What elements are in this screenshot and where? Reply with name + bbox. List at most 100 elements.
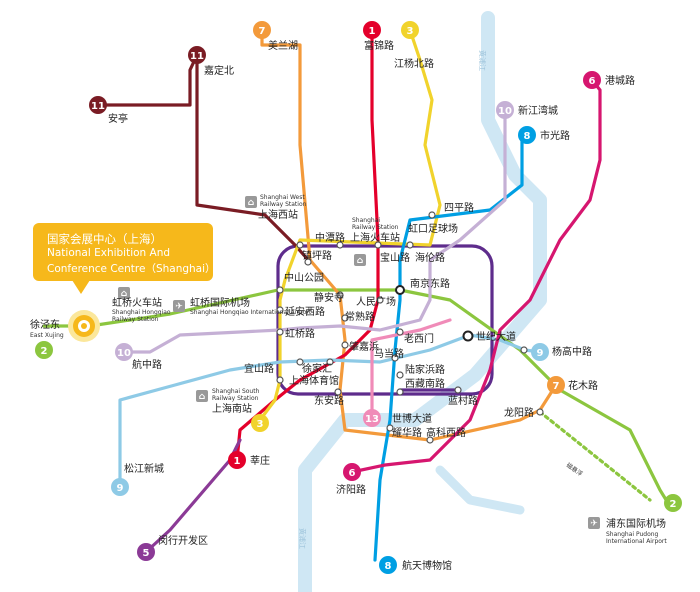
station-baoshanlu[interactable]: 宝山路 [380, 251, 410, 264]
line-badge-10-west[interactable]: 10 [115, 343, 133, 361]
line-badge-11-anting[interactable]: 11 [89, 96, 107, 114]
station-fujinlu[interactable]: 富锦路 [364, 39, 394, 52]
huangpu-label-north: 黄浦江 [478, 50, 487, 71]
line-4[interactable] [276, 244, 494, 396]
station-shanghai-huochezhan[interactable]: 上海火车站 [350, 231, 400, 244]
line-6[interactable] [350, 78, 602, 474]
station-xizangnanlu[interactable]: 西藏南路 [405, 377, 445, 390]
line-badge-8-north[interactable]: 8 [518, 126, 536, 144]
station-madanglu[interactable]: 马当路 [374, 347, 404, 360]
station-renminguangchang[interactable]: 人民广场 [356, 295, 396, 308]
station-songjiangxincheng[interactable]: 松江新城 [124, 462, 164, 475]
station-sipinglu[interactable]: 四平路 [444, 201, 474, 214]
line-10[interactable] [122, 108, 507, 354]
station-nanjingdonglu[interactable]: 南京东路 [410, 277, 450, 290]
station-longyanglu[interactable]: 龙阳路 [504, 406, 534, 419]
station-zhaojiabang[interactable]: 肇嘉浜 [349, 340, 379, 353]
station-zhongtanlu[interactable]: 中潭路 [315, 231, 345, 244]
station-shiguanglu[interactable]: 市光路 [540, 129, 570, 142]
maglev-label: 磁悬浮 [565, 461, 584, 478]
station-gangchenglu[interactable]: 港城路 [605, 74, 635, 87]
station-hangtianbowuguan[interactable]: 航天博物馆 [402, 559, 452, 572]
line-badge-3-north[interactable]: 3 [401, 21, 419, 39]
station-huahualu[interactable]: 耀华路 [392, 426, 422, 439]
svg-text:⌂: ⌂ [357, 256, 364, 266]
callout-title-cn: 国家会展中心（上海） [47, 232, 162, 246]
line-badge-5[interactable]: 5 [137, 543, 155, 561]
line-badge-9-east[interactable]: 9 [531, 343, 549, 361]
station-changshulu[interactable]: 常熟路 [345, 310, 375, 323]
svg-text:8: 8 [524, 131, 531, 142]
station-yishanlu[interactable]: 宜山路 [244, 362, 274, 375]
line-badge-1-south[interactable]: 1 [228, 451, 246, 469]
huangpu-river-branch [435, 465, 525, 515]
line-badge-1-north[interactable]: 1 [363, 21, 381, 39]
station-pudong-airport-en-1: Shanghai Pudong [606, 531, 659, 538]
station-sh-stadium[interactable]: 上海体育馆 [289, 374, 339, 387]
huangpu-label-south: 黄浦江 [298, 528, 307, 549]
station-sh-west[interactable]: 上海西站 [258, 208, 298, 221]
line-5[interactable] [144, 438, 242, 554]
station-hongqiaolu[interactable]: 虹桥路 [285, 327, 315, 340]
station-dongananlu[interactable]: 东安路 [314, 394, 344, 407]
line-badge-6-south[interactable]: 6 [343, 463, 361, 481]
station-sh-south[interactable]: 上海南站 [212, 402, 252, 415]
station-shijidadao[interactable]: 世纪大道 [476, 330, 516, 343]
line-badge-2-west[interactable]: 2 [35, 341, 53, 359]
station-laoximen[interactable]: 老西门 [404, 332, 434, 345]
station-pudong-airport[interactable]: 浦东国际机场 [606, 517, 666, 530]
station-jinganshi[interactable]: 静安寺 [314, 291, 344, 304]
railway-icon-hongqiao: ⌂ [118, 287, 130, 299]
station-hongqiao-rail[interactable]: 虹桥火车站 [112, 296, 162, 309]
station-xinzhuang[interactable]: 莘庄 [250, 454, 270, 467]
svg-text:2: 2 [41, 346, 48, 357]
station-jiangyangbeilu[interactable]: 江杨北路 [394, 57, 434, 70]
svg-text:7: 7 [259, 26, 266, 37]
station-jiadingbei[interactable]: 嘉定北 [204, 64, 234, 77]
line-badge-2-east[interactable]: 2 [664, 494, 682, 512]
station-xujiahui[interactable]: 徐家汇 [302, 362, 332, 375]
station-shibodadao[interactable]: 世博大道 [392, 412, 432, 425]
line-2[interactable] [42, 288, 670, 505]
maglev-line[interactable] [538, 410, 652, 502]
line-9[interactable] [118, 333, 542, 482]
line-badge-9-south[interactable]: 9 [111, 478, 129, 496]
station-xinjiangwancheng[interactable]: 新江湾城 [518, 104, 558, 117]
station-jiyanglu[interactable]: 济阳路 [336, 483, 366, 496]
station-minhangkaifaqu[interactable]: 闵行开发区 [158, 534, 208, 547]
line-badge-11-jiading[interactable]: 11 [188, 46, 206, 64]
station-hongqiao-airport[interactable]: 虹桥国际机场 [190, 296, 250, 309]
line-badge-3-south[interactable]: 3 [251, 414, 269, 432]
station-hongqiao-rail-en-2: Railway Station [112, 316, 159, 323]
station-yanggaozhonglu[interactable]: 杨高中路 [552, 345, 592, 358]
station-zhenpinglu[interactable]: 镇坪路 [302, 249, 332, 262]
station-xujingdong[interactable]: 徐泾东 [30, 318, 60, 331]
svg-text:1: 1 [234, 456, 241, 467]
station-zhongshangongyuan-1[interactable]: 中山公园 [284, 271, 324, 284]
line-badge-7-east[interactable]: 7 [547, 376, 565, 394]
station-meilanhu[interactable]: 美兰湖 [268, 39, 298, 52]
line-7[interactable] [260, 28, 558, 442]
station-anting[interactable]: 安亭 [108, 112, 128, 125]
svg-text:13: 13 [365, 414, 379, 425]
line-badge-10-north[interactable]: 10 [496, 101, 514, 119]
svg-text:3: 3 [257, 419, 264, 430]
station-huamulu[interactable]: 花木路 [568, 379, 598, 392]
station-sh-rail-en-2: Railway Station [352, 224, 399, 231]
line-badge-13[interactable]: 13 [363, 409, 381, 427]
station-yananxilu[interactable]: 延安西路 [285, 305, 325, 318]
line-badge-8-south[interactable]: 8 [379, 556, 397, 574]
station-gaokexilu[interactable]: 高科西路 [426, 426, 466, 439]
svg-text:2: 2 [670, 499, 677, 510]
exhibition-centre-hub[interactable] [68, 310, 100, 342]
line-badge-6-north[interactable]: 6 [583, 71, 601, 89]
station-hailunlu[interactable]: 海伦路 [415, 251, 445, 264]
station-lancunlu[interactable]: 蓝村路 [448, 394, 478, 407]
station-hangzhonglu[interactable]: 航中路 [132, 358, 162, 371]
exhibition-centre-callout[interactable]: 国家会展中心（上海） National Exhibition And Confe… [33, 223, 216, 281]
airport-icon-pudong: ✈ [588, 517, 600, 529]
station-lujiabanglu[interactable]: 陆家浜路 [405, 363, 445, 376]
station-hongkouzuqiuchang[interactable]: 虹口足球场 [408, 222, 458, 235]
line-badge-7-north[interactable]: 7 [253, 21, 271, 39]
line-13[interactable] [370, 318, 452, 420]
